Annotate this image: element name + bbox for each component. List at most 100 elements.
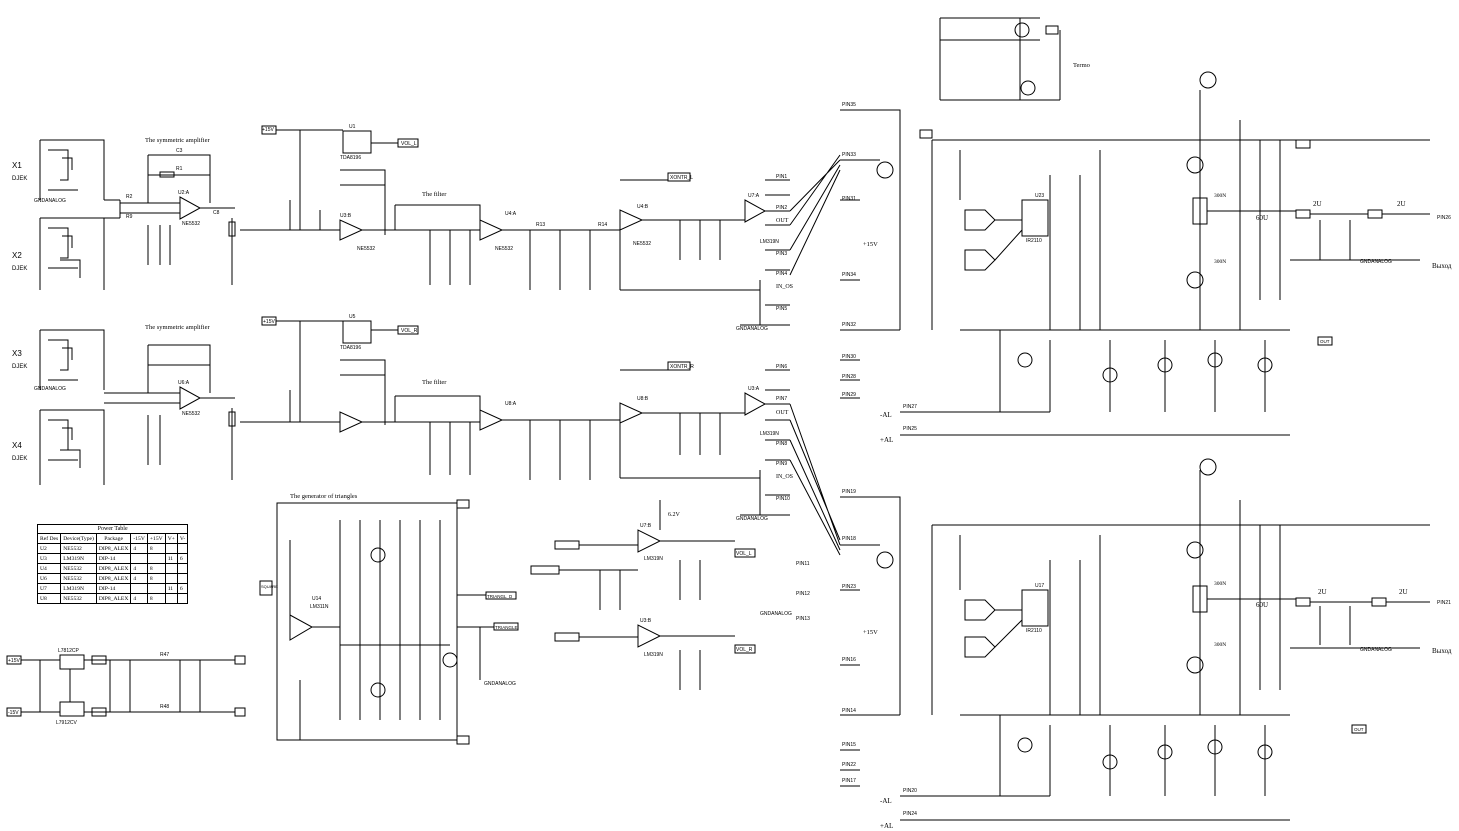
power-table-cell: DIP8_ALEX: [95, 563, 132, 574]
reg-vin-pos: +15V: [8, 658, 20, 664]
u23-type: IR2110: [1026, 238, 1042, 244]
r14-label: R14: [598, 222, 607, 228]
fanout-wires-top: [789, 154, 841, 276]
pin33-label: PIN33: [842, 152, 856, 158]
power-table-caption: Power Table: [37, 524, 189, 533]
r1-label: R1: [176, 166, 183, 172]
pin20-label: PIN20: [903, 788, 917, 794]
pin16-label: PIN16: [842, 657, 856, 663]
power-table-cell: DIP-14: [95, 583, 132, 594]
power-table-cell: [176, 573, 189, 584]
pin28-label: PIN28: [842, 374, 856, 380]
pin5-label: PIN5: [776, 306, 787, 312]
vcc-tag-2: +15V: [263, 319, 275, 325]
power-table-cell: 8: [146, 593, 166, 604]
u3a-type: LM319N: [760, 431, 779, 437]
plus-al-1: +AL: [880, 436, 893, 444]
power-table-cell: 11: [164, 553, 178, 564]
pin19-label: PIN19: [842, 489, 856, 495]
xontr-l-tag: XONTR_L: [670, 175, 693, 181]
gnd-label-2: GNDANALOG: [736, 326, 768, 332]
u8b-label: U8:B: [637, 396, 649, 402]
power-table-cell: 8: [146, 563, 166, 574]
t300n-label-3: 300N: [1214, 581, 1226, 587]
generator-frame: [276, 502, 458, 741]
power-table-cell: LM319N: [60, 553, 97, 564]
gnd-label-3: GNDANALOG: [34, 386, 66, 392]
power-table-cell: [176, 563, 189, 574]
pin23-label: PIN23: [842, 584, 856, 590]
filter-section-bottom: +15V U5 TDA8196 VOL_R The filter U8:A U8…: [240, 314, 793, 522]
power-table-cell: [130, 583, 148, 594]
title-sym-amp-2: The symmetric amplifier: [145, 324, 210, 331]
pin2-label: PIN2: [776, 205, 787, 211]
regulator-section: +15V -15V L7812CP L7912CV R47 R48: [6, 648, 246, 726]
u23-label: U23: [1035, 193, 1044, 199]
power-table-cell: DIP8_ALEX: [95, 573, 132, 584]
t300n-label-2: 300N: [1214, 259, 1226, 265]
r13-label: R13: [536, 222, 545, 228]
u7b-type: LM319N: [644, 556, 663, 562]
out-label-1: OUT: [776, 218, 789, 224]
power-table-cell: 4: [130, 563, 148, 574]
power-table-cell: [146, 553, 166, 564]
pin1-label: PIN1: [776, 174, 787, 180]
ic-u9: [59, 701, 85, 717]
fanout-wires-bottom: [789, 403, 841, 556]
comparator-u3a: [744, 392, 767, 416]
ic-u10: [59, 654, 85, 670]
u9-type: L7912CV: [56, 720, 78, 726]
dual-comparator: 6.2V U7:B LM319N U3:B LM319N VOL_L VOL_R…: [530, 500, 810, 690]
plus15-italic-1: +15V: [863, 241, 878, 248]
u7a-type: LM319N: [760, 239, 779, 245]
power-table-header: Ref Des: [36, 533, 62, 544]
l2u-label-4: 2U: [1399, 588, 1408, 596]
u1-label: U1: [349, 124, 356, 130]
minus-al-1: -AL: [880, 411, 892, 419]
power-table-header-row: Ref Des Device(Type) Package -15V +15V V…: [36, 533, 189, 544]
pin26-label: PIN26: [1437, 215, 1451, 221]
power-table-cell: NE5532: [60, 593, 97, 604]
c8-label: C8: [213, 210, 220, 216]
gate-u25b: [964, 249, 996, 271]
u3b2-type: LM319N: [644, 652, 663, 658]
title-sym-amp-1: The symmetric amplifier: [145, 137, 210, 144]
pin10-label: PIN10: [776, 496, 790, 502]
termo-label: Termo: [1073, 62, 1090, 69]
input-stage-left-top: X1 DJEK X2 DJEK GNDANALOG The symmetric …: [12, 137, 236, 290]
triangle-tag: TRIANGLE: [495, 625, 518, 630]
vol-l-tag: VOL_L: [401, 141, 417, 147]
t300n-label-4: 300N: [1214, 642, 1226, 648]
reg-vin-neg: -15V: [8, 710, 19, 716]
power-table-cell: [164, 593, 178, 604]
u6a-label: U6:A: [178, 380, 190, 386]
power-table-cell: U6: [36, 573, 62, 584]
pin31-label: PIN31: [842, 196, 856, 202]
power-table-cell: 4: [130, 543, 148, 554]
power-table-cell: [176, 543, 189, 554]
pin8-label: PIN8: [776, 441, 787, 447]
gnd-label-5: GNDANALOG: [484, 681, 516, 687]
power-table-cell: DIP8_ALEX: [95, 543, 132, 554]
in-os-label-2: IN_OS: [776, 474, 793, 480]
u3b2-label: U3:B: [640, 618, 652, 624]
transistor-q2: [442, 652, 458, 668]
pin22-label: PIN22: [842, 762, 856, 768]
transistor-q5: [1017, 737, 1033, 753]
plus-al-2: +AL: [880, 822, 893, 830]
out-ru-2: Выход: [1432, 647, 1452, 655]
mosfet-u28: [1186, 271, 1204, 289]
r48-label: R48: [160, 704, 169, 710]
power-table-cell: 8: [146, 573, 166, 584]
mosfet-u16: [1186, 541, 1204, 559]
transistor-q18: [1014, 22, 1030, 38]
power-table-header: Package: [95, 533, 132, 544]
transistor-q16: [1020, 80, 1036, 96]
pin35-label: PIN35: [842, 102, 856, 108]
power-table-cell: U7: [36, 583, 62, 594]
